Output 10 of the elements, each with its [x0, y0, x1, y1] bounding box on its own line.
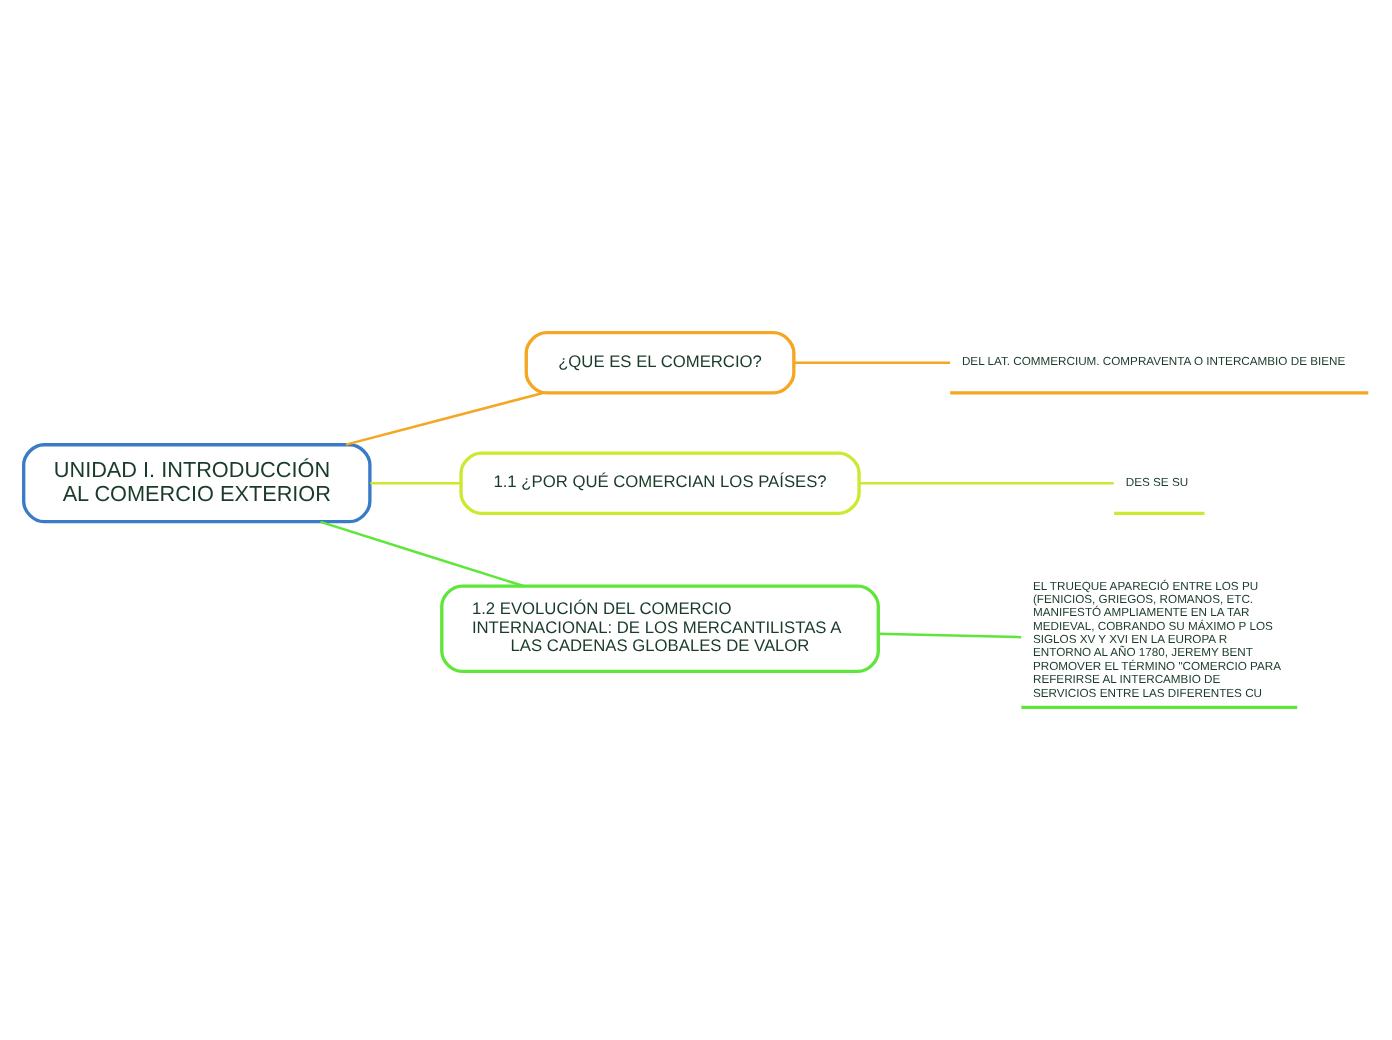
- connector: [370, 481, 461, 485]
- node-box: 1.1 ¿POR QUÉ COMERCIAN LOS PAÍSES?: [459, 451, 861, 515]
- connector: [793, 361, 951, 365]
- node-box: UNIDAD I. INTRODUCCIÓN AL COMERCIO EXTERIOR: [22, 443, 372, 524]
- connector: [345, 391, 544, 446]
- connector: [320, 520, 524, 587]
- node-box: ¿QUE ES EL COMERCIO?: [524, 331, 796, 395]
- connector: [878, 632, 1022, 639]
- node-box: 1.2 EVOLUCIÓN DEL COMERCIO INTERNACIONAL: DE LOS MERCANTILISTAS A LAS CADENAS GLOBALES DE VALOR: [440, 584, 880, 673]
- connector: [859, 481, 1114, 485]
